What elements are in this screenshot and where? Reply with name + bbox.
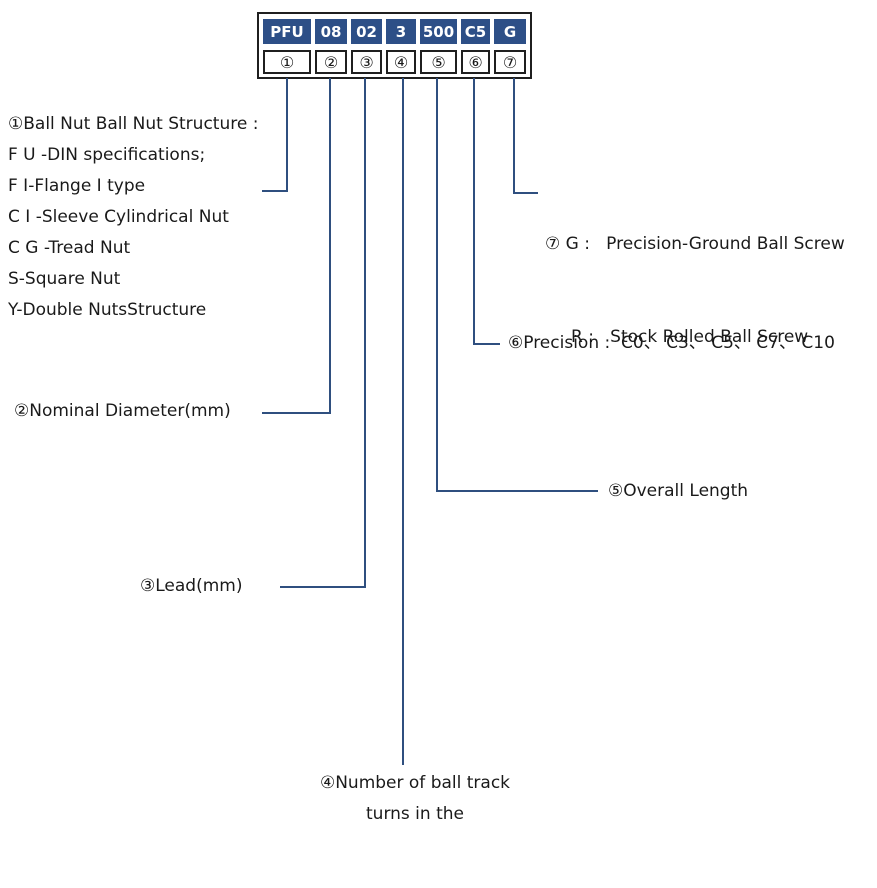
label-nominal-diameter: ②Nominal Diameter(mm) [14,401,231,421]
leader-line-3 [280,78,366,588]
label-1-line-4: C I -Sleeve Cylindrical Nut [8,207,229,227]
leader-line-5 [436,78,598,492]
label-1-line-7: Y-Double NutsStructure [8,300,207,320]
label-7-line-1: ⑦ G : Precision-Ground Ball Screw [545,234,845,254]
label-7-line-2: R : Stock Rolled Ball Screw [571,327,809,347]
code-segment-6: C5 [461,19,490,44]
label-ball-track-turns: ④Number of ball track turns in the [310,768,520,830]
label-1-line-1: ①Ball Nut Ball Nut Structure : [8,114,259,134]
marker-5: ⑤ [420,50,457,74]
code-segment-5: 500 [420,19,457,44]
label-1-line-3: F I-Flange I type [8,176,146,196]
label-ball-nut-structure: ①Ball Nut Ball Nut Structure : F U -DIN … [8,109,258,326]
marker-1: ① [263,50,311,74]
marker-4: ④ [386,50,416,74]
code-segment-7: G [494,19,526,44]
label-precision: ⑥Precision : C0、 C3、 C5、 C7、 C10 [508,333,835,353]
leader-line-7 [513,78,538,194]
label-overall-length: ⑤Overall Length [608,481,749,501]
code-segment-2: 08 [315,19,347,44]
marker-6: ⑥ [461,50,490,74]
label-screw-type: ⑦ G : Precision-Ground Ball Screw R : St… [545,167,845,384]
label-lead: ③Lead(mm) [140,576,243,596]
marker-7: ⑦ [494,50,526,74]
marker-2: ② [315,50,347,74]
label-4-line-1: ④Number of ball track [319,773,511,793]
leader-line-2 [262,78,331,414]
leader-line-6 [473,78,500,345]
label-4-line-2: turns in the [366,804,464,824]
marker-3: ③ [351,50,382,74]
label-1-line-6: S-Square Nut [8,269,121,289]
model-code-box: PFU 08 02 3 500 C5 G ① ② ③ ④ ⑤ ⑥ ⑦ [257,12,532,79]
leader-line-1 [262,78,288,192]
label-1-line-5: C G -Tread Nut [8,238,131,258]
code-segment-1: PFU [263,19,311,44]
code-segment-3: 02 [351,19,382,44]
label-1-line-2: F U -DIN specifications; [8,145,206,165]
code-segment-4: 3 [386,19,416,44]
